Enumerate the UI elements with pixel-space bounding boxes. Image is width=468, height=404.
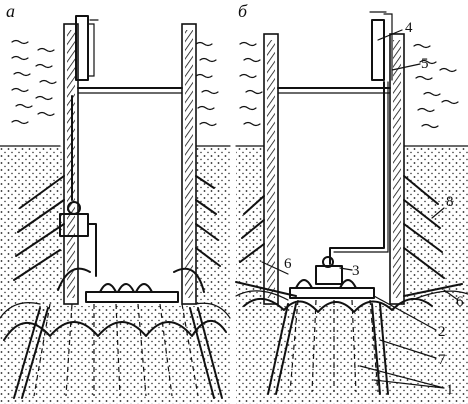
soil-left-a (0, 146, 62, 316)
water-b (239, 41, 459, 129)
wells-a (33, 303, 199, 397)
callout-4: 4 (405, 20, 413, 36)
callout-6-left: 6 (284, 256, 292, 272)
pump-unit-b (371, 19, 385, 81)
sand-bottom-b (236, 306, 468, 404)
callout-6-right: 6 (456, 294, 464, 310)
pump-b (315, 265, 343, 285)
callout-5: 5 (421, 56, 429, 72)
wells-b (289, 299, 379, 393)
panel-b: б (235, 1, 468, 404)
pump-unit-a (75, 15, 89, 81)
panel-label-b: б (238, 1, 248, 21)
callout-8: 8 (446, 194, 454, 210)
leader-lines (261, 29, 459, 389)
panel-a: а (0, 1, 231, 404)
callout-3: 3 (352, 263, 360, 279)
callout-7: 7 (438, 352, 446, 368)
panel-label-a: а (6, 1, 15, 21)
water-a (11, 39, 219, 127)
callout-1: 1 (446, 382, 454, 398)
soil-right-a (196, 146, 230, 316)
discharge-pipe-b (329, 81, 385, 265)
callout-2: 2 (438, 324, 446, 340)
header-pipe-b (289, 287, 375, 299)
header-pipe-a (85, 291, 179, 303)
